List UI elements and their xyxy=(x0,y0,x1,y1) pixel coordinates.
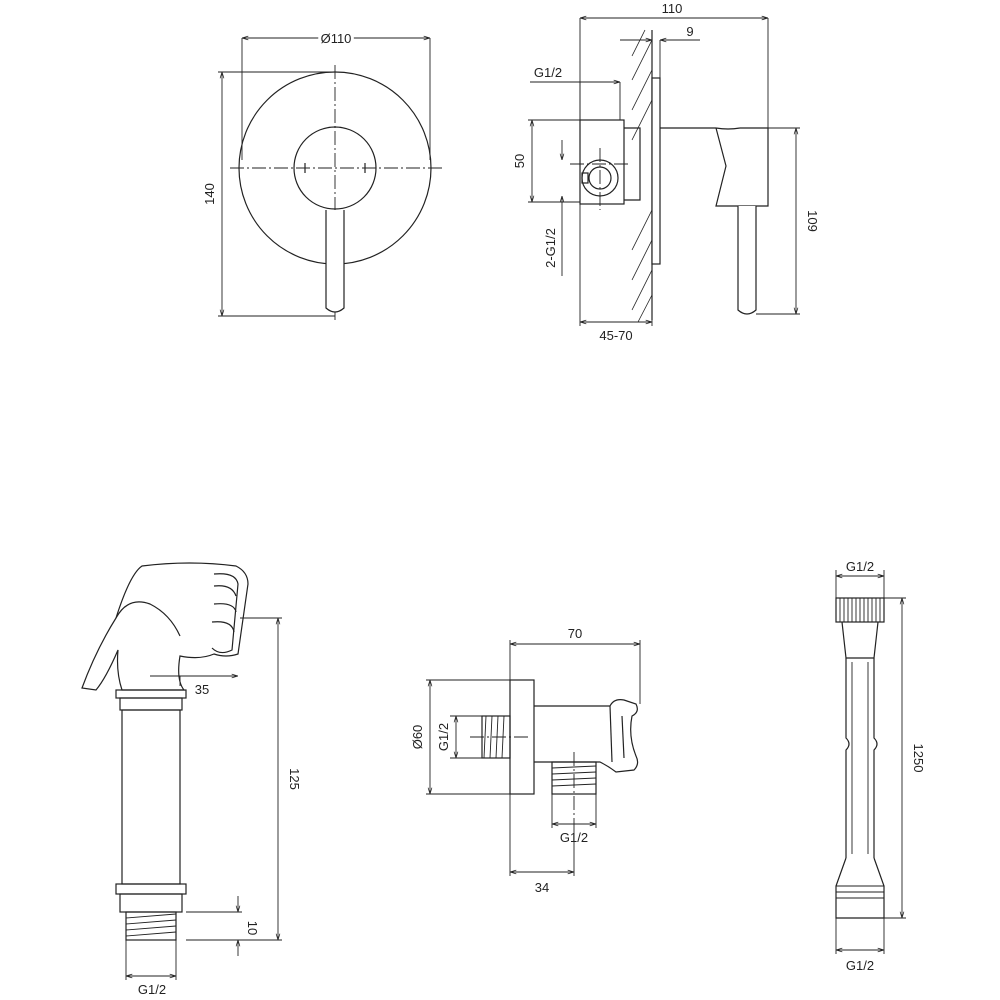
dim-outlets-label: 2-G1/2 xyxy=(543,228,558,268)
dim-length-label: 125 xyxy=(287,768,302,790)
dim-depth-label: 45-70 xyxy=(599,328,632,343)
mixer-side-view: 110 9 G1/2 50 2-G1/2 109 45-70 xyxy=(512,1,820,343)
valve-neck xyxy=(624,127,641,201)
hose-bottom-nut xyxy=(835,857,885,919)
hose-body-right xyxy=(873,658,878,858)
valve-body xyxy=(579,119,625,205)
hand-shower: 35 125 10 G1/2 xyxy=(81,562,302,997)
dim-flange-diameter-label: Ø60 xyxy=(410,725,425,750)
hose-top-nut xyxy=(835,597,885,659)
wall-hatch xyxy=(631,29,653,323)
dim-outlet-offset-label: 34 xyxy=(535,880,549,895)
lever-body-side xyxy=(660,127,769,207)
connection-thread xyxy=(125,911,177,941)
dim-hose-top-label: G1/2 xyxy=(846,559,874,574)
dim-outlet-inlet-label: G1/2 xyxy=(436,723,451,751)
wall-outlet: 70 Ø60 G1/2 G1/2 34 xyxy=(410,626,641,895)
dim-hose-length-label: 1250 xyxy=(911,744,926,773)
holder-body xyxy=(534,699,639,773)
dim-height-label: 140 xyxy=(202,183,217,205)
dim-side-height-label: 109 xyxy=(805,210,820,232)
dim-pitch-label: 50 xyxy=(512,154,527,168)
dim-thread-label: 10 xyxy=(245,921,260,935)
dim-connection-label: G1/2 xyxy=(138,982,166,997)
dim-hose-bottom-label: G1/2 xyxy=(846,958,874,973)
dim-plate-label: 9 xyxy=(686,24,693,39)
dim-width-label: 110 xyxy=(662,1,683,16)
dim-diameter-label: Ø110 xyxy=(321,31,352,46)
dim-inlet-label: G1/2 xyxy=(534,65,562,80)
mixer-front-view: Ø110 140 xyxy=(202,28,442,320)
lever-handle xyxy=(325,210,345,313)
dim-head-label: 35 xyxy=(195,682,209,697)
shower-head xyxy=(81,562,249,691)
cover-plate-side xyxy=(651,77,661,265)
dim-outlet-width-label: 70 xyxy=(568,626,582,641)
hose-body-left xyxy=(845,658,850,858)
trigger-lever xyxy=(115,601,181,637)
shower-handle xyxy=(121,709,181,885)
shower-hose: G1/2 1250 G1/2 xyxy=(835,559,926,973)
lever-side xyxy=(737,206,757,315)
